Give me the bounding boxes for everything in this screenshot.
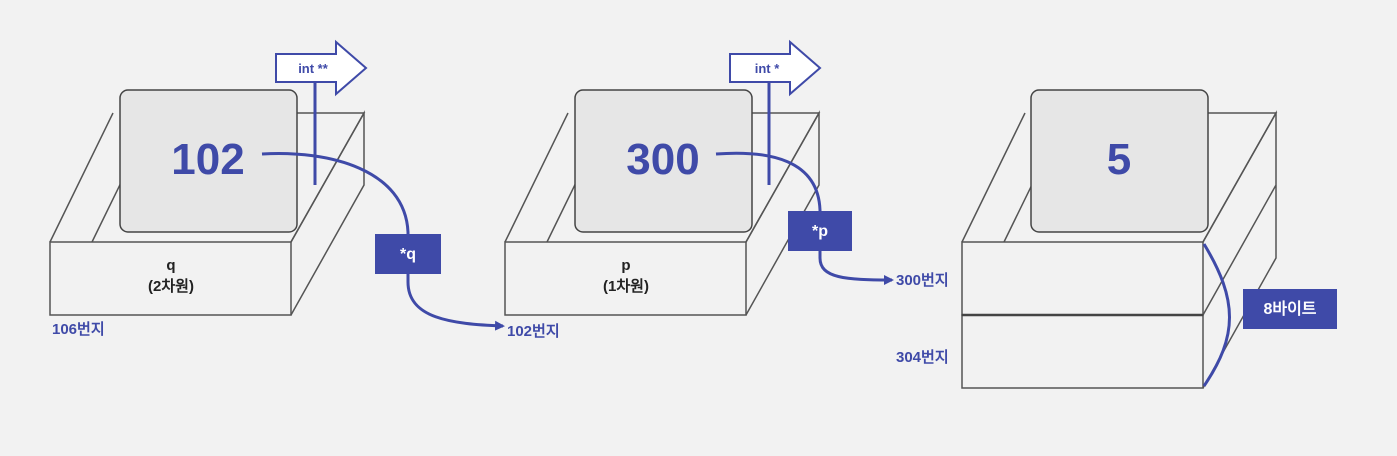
type-tag-q: int ** xyxy=(275,39,368,185)
deref-q: *q xyxy=(400,246,416,263)
size-badge xyxy=(1243,289,1337,329)
box-target: 5 300번지 304번지 8바이트 xyxy=(896,89,1337,389)
value-card-q xyxy=(119,89,298,233)
address-top: 300번지 xyxy=(896,272,949,289)
type-tag-p-label: int * xyxy=(755,61,780,76)
box-p: int * 300 p (1차원) 102번지 xyxy=(504,39,822,340)
type-tag-p: int * xyxy=(729,39,822,185)
value-q: 102 xyxy=(171,135,244,184)
value-card-p xyxy=(574,89,753,233)
address-bottom: 304번지 xyxy=(896,349,949,366)
name-q: q xyxy=(166,257,175,274)
deref-badge-p xyxy=(788,211,852,251)
type-tag-q-label: int ** xyxy=(298,61,329,76)
value-p: 300 xyxy=(626,135,699,184)
address-p: 102번지 xyxy=(507,323,560,340)
box-q: int ** 102 q (2차원) 106번지 xyxy=(49,39,368,338)
arrow-p-to-target: *p xyxy=(715,151,894,285)
dim-q: (2차원) xyxy=(148,278,194,295)
address-q: 106번지 xyxy=(52,321,105,338)
name-p: p xyxy=(621,257,630,274)
deref-p: *p xyxy=(812,223,828,240)
size-label: 8바이트 xyxy=(1263,300,1316,318)
value-card-target xyxy=(1030,89,1209,233)
front-face-p xyxy=(504,241,747,316)
arrow-q-to-p: *q xyxy=(261,152,505,331)
size-brace xyxy=(1202,243,1231,387)
dim-p: (1차원) xyxy=(603,278,649,295)
memory-cell-bottom xyxy=(961,314,1204,389)
value-target: 5 xyxy=(1107,135,1131,184)
memory-cell-top xyxy=(961,241,1204,316)
front-face-q xyxy=(49,241,292,316)
deref-badge-q xyxy=(375,234,441,274)
